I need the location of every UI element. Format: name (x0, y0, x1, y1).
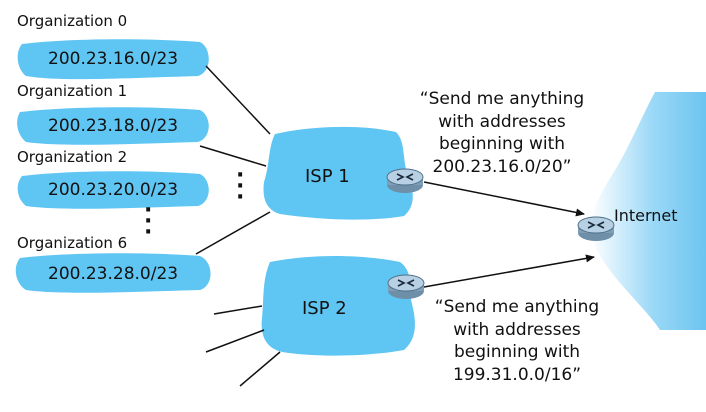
org-0-cloud (17, 39, 209, 80)
isp-1-cloud (263, 126, 413, 220)
org-6-prefix: 200.23.28.0/23 (48, 264, 179, 284)
arrow-isp2-to-internet (423, 254, 595, 288)
isp-1-announcement: “Send me anything with addresses beginni… (402, 88, 602, 178)
link-isp2-customer-c (239, 351, 281, 387)
link-isp2-customer-a (213, 305, 263, 315)
internet-cloud (590, 92, 706, 330)
isp-2-cloud (261, 256, 415, 356)
org-2-prefix: 200.23.20.0/23 (48, 180, 179, 200)
isp-1-announcement-line: with addresses (438, 111, 566, 132)
isp-2-announcement-line: “Send me anything (434, 297, 600, 317)
link-org6-isp1 (195, 211, 271, 255)
isp-1-announcement-line: 200.23.16.0/20” (432, 156, 572, 177)
isp-2-announcement-line: beginning with (453, 342, 581, 362)
isp-2-announcement: “Send me anything with addresses beginni… (417, 296, 617, 386)
isp-1-announcement-line: beginning with (438, 134, 566, 154)
ellipsis-dots-orgs: ··· (144, 198, 153, 245)
org-0-prefix: 200.23.16.0/23 (48, 49, 179, 69)
internet-router-icon (577, 216, 615, 242)
org-1-prefix: 200.23.18.0/23 (48, 116, 179, 136)
link-org0-isp1 (205, 65, 271, 135)
org-2-name: Organization 2 (17, 148, 128, 166)
isp-2-announcement-line: with addresses (453, 319, 581, 340)
isp-2-label: ISP 2 (302, 298, 347, 319)
link-org1-isp1 (199, 145, 267, 167)
isp-2-announcement-line: 199.31.0.0/16” (452, 364, 582, 385)
arrow-isp1-to-internet (423, 181, 585, 217)
link-isp2-customer-b (205, 329, 265, 353)
org-0-name: Organization 0 (17, 12, 128, 30)
org-2-cloud (17, 171, 209, 209)
org-1-name: Organization 1 (17, 82, 128, 100)
ellipsis-dots-links: ··· (236, 163, 245, 210)
org-1-cloud (17, 107, 209, 145)
org-6-name: Organization 6 (17, 234, 128, 252)
isp-1-label: ISP 1 (305, 166, 350, 187)
internet-label: Internet (614, 206, 678, 225)
isp-1-announcement-line: “Send me anything (419, 89, 585, 109)
org-6-cloud (15, 253, 211, 293)
